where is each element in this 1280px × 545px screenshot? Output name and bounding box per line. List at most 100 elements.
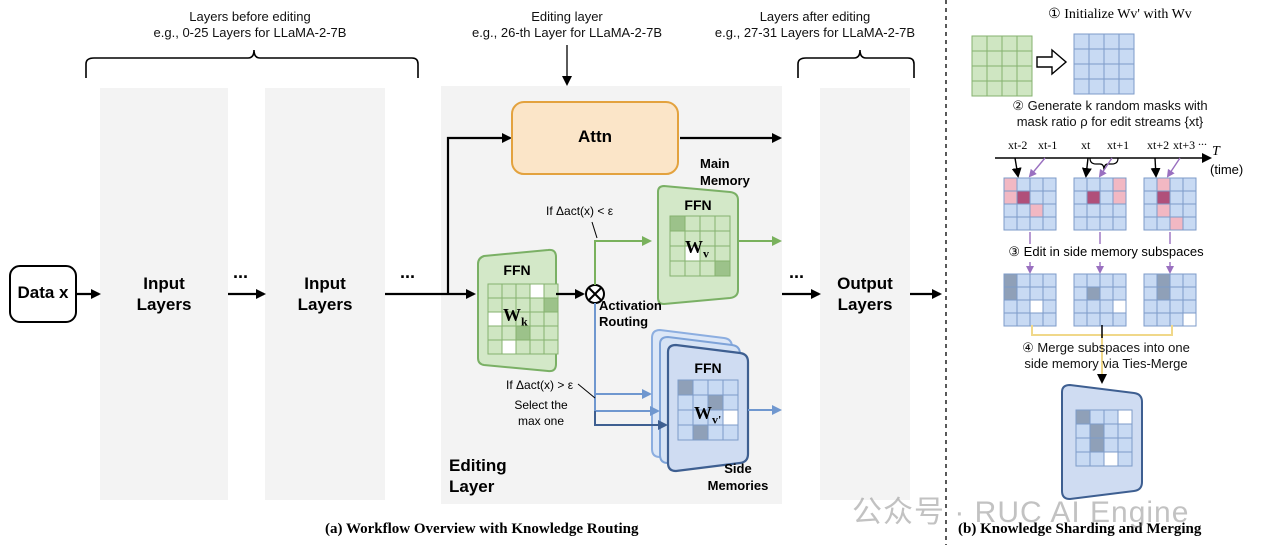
- step1-label: ① Initialize Wv' with Wv: [1048, 7, 1192, 22]
- edit-note-line2: e.g., 26-th Layer for LLaMA-2-7B: [471, 25, 663, 40]
- grid-cell: [543, 339, 559, 355]
- step2-line1: ② Generate k random masks with: [1012, 98, 1208, 113]
- grid-cell: [1143, 273, 1158, 288]
- init-arrow: [1036, 48, 1068, 76]
- grid-cell: [1003, 273, 1018, 288]
- grid-cell: [1156, 177, 1171, 192]
- grid-cell: [1182, 286, 1197, 301]
- wvp-matrix-grid: [677, 379, 739, 441]
- step4-label: ④ Merge subspaces into one side memory v…: [986, 340, 1226, 372]
- grid-cell: [1143, 312, 1158, 327]
- grid-cell: [1016, 80, 1033, 97]
- wvp-label-main: W: [694, 403, 712, 423]
- grid-cell: [1029, 286, 1044, 301]
- grid-cell: [677, 409, 694, 426]
- grid-cell: [1156, 312, 1171, 327]
- grid-cell: [986, 65, 1003, 82]
- ffn-wvp-title: FFN: [694, 360, 722, 376]
- input-layers-label-1: Input Layers: [136, 274, 192, 314]
- timeline-label-5: xt+3: [1173, 138, 1196, 152]
- grid-cell: [1103, 63, 1120, 80]
- grid-cell: [1088, 78, 1105, 95]
- before-note: Layers before editing e.g., 0-25 Layers …: [120, 9, 380, 41]
- grid-cell: [1112, 312, 1127, 327]
- activation-routing-label: Activation Routing: [599, 298, 662, 329]
- grid-cell: [543, 297, 559, 313]
- edited-grid-3: [1143, 273, 1197, 327]
- grid-cell: [529, 311, 545, 327]
- timeline-stream-arrows: [1011, 157, 1181, 178]
- grid-cell: [1112, 203, 1127, 218]
- arrow-route-to-side-memory-3: [594, 411, 668, 430]
- timeline-label-0: xt-2: [1008, 138, 1028, 152]
- grid-cell: [1086, 286, 1101, 301]
- grid-cell: [722, 409, 739, 426]
- grid-cell: [501, 283, 517, 299]
- grid-cell: [1169, 312, 1184, 327]
- grid-cell: [543, 325, 559, 341]
- cond-greater-pointer: [577, 383, 596, 399]
- right-caption: (b) Knowledge Sharding and Merging: [958, 521, 1202, 537]
- grid-cell: [1075, 437, 1091, 453]
- attn-box: [511, 101, 679, 175]
- ellipsis-2: ...: [400, 262, 416, 282]
- grid-cell: [1112, 299, 1127, 314]
- grid-cell: [1016, 35, 1033, 52]
- grid-cell: [1042, 190, 1057, 205]
- grid-cell: [487, 297, 503, 313]
- grid-cell: [1103, 423, 1119, 439]
- output-layers-panel: [820, 88, 910, 500]
- grid-cell: [1003, 177, 1018, 192]
- wv-label-sub: v: [703, 246, 709, 261]
- editing-layer-label: Editing Layer: [449, 456, 507, 496]
- stream-arrow: [1166, 157, 1181, 178]
- grid-cell: [1075, 451, 1091, 467]
- main-memory-label: Main Memory: [700, 156, 750, 188]
- after-note: Layers after editing e.g., 27-31 Layers …: [695, 9, 935, 41]
- grid-cell: [1073, 273, 1088, 288]
- grid-cell: [1016, 286, 1031, 301]
- grid-cell: [1099, 203, 1114, 218]
- grid-cell: [1182, 190, 1197, 205]
- grid-cell: [699, 215, 716, 232]
- ffn-wk-title: FFN: [503, 262, 531, 278]
- grid-cell: [1182, 299, 1197, 314]
- grid-cell: [1001, 65, 1018, 82]
- grid-cell: [1117, 451, 1133, 467]
- wv-label: Wv: [685, 237, 709, 262]
- grid-cell: [1029, 299, 1044, 314]
- grid-cell: [707, 379, 724, 396]
- grid-cell: [1086, 312, 1101, 327]
- grid-cell: [1086, 177, 1101, 192]
- grid-cell: [1073, 299, 1088, 314]
- cond-greater-label: If Δact(x) > ε: [506, 378, 574, 392]
- side-memories-label: Side Memories: [707, 461, 769, 493]
- grid-cell: [1001, 50, 1018, 67]
- grid-cell: [714, 230, 731, 247]
- grid-cell: [1073, 177, 1088, 192]
- grid-cell: [1042, 203, 1057, 218]
- grid-cell: [1143, 203, 1158, 218]
- grid-cell: [1169, 273, 1184, 288]
- grid-cell: [722, 394, 739, 411]
- stream-arrow: [1011, 157, 1022, 178]
- time-label: (time): [1210, 162, 1244, 177]
- grid-cell: [1169, 177, 1184, 192]
- grid-cell: [1003, 312, 1018, 327]
- routing-operator-x2: [588, 287, 602, 301]
- grid-cell: [722, 379, 739, 396]
- grid-cell: [1143, 286, 1158, 301]
- grid-cell: [971, 80, 988, 97]
- masked-grid-3: [1143, 177, 1197, 231]
- grid-cell: [1099, 190, 1114, 205]
- grid-cell: [1169, 286, 1184, 301]
- grid-cell: [1073, 190, 1088, 205]
- grid-cell: [1042, 273, 1057, 288]
- edited-grid-2: [1073, 273, 1127, 327]
- masked-grid-1: [1003, 177, 1057, 231]
- step4-line2: side memory via Ties-Merge: [1024, 356, 1188, 371]
- grid-cell: [1103, 78, 1120, 95]
- grid-cell: [1075, 409, 1091, 425]
- step3-label: ③ Edit in side memory subspaces: [1008, 244, 1204, 259]
- grid-cell: [1016, 190, 1031, 205]
